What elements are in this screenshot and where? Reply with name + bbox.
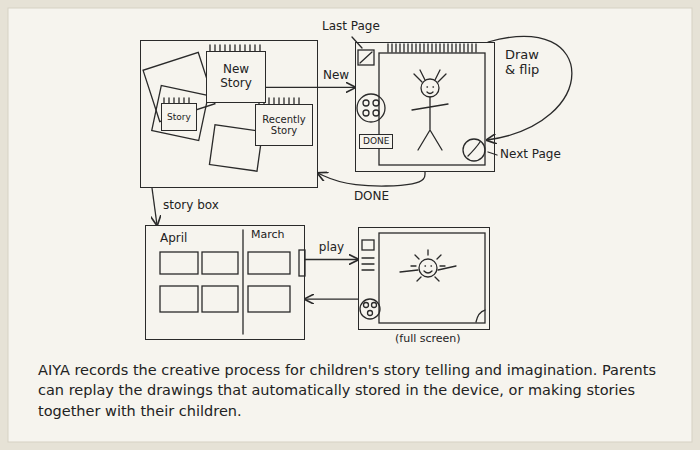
gesture-note: Draw & flip: [505, 48, 549, 78]
node-text: DONE: [363, 136, 389, 146]
callout-label: Last Page: [322, 20, 380, 34]
page-curl: [468, 142, 480, 156]
sun-hair: [411, 250, 445, 281]
recent-story-notebook: Recently Story: [255, 104, 313, 146]
player-button: [362, 240, 374, 250]
month-divider: [242, 230, 243, 334]
last-page-fold: [360, 52, 372, 63]
paper-panel: [8, 8, 692, 442]
child-face: [427, 87, 434, 94]
flow-arrow: [152, 188, 157, 225]
story-thumbnail: [160, 252, 198, 274]
story-notebook: Story: [161, 103, 197, 131]
new-story-notebook: New Story: [206, 51, 266, 103]
story-box-screen: April March: [145, 225, 305, 340]
last-page-button: [358, 50, 374, 65]
child-body: [412, 97, 448, 150]
edge-label: story box: [161, 198, 221, 212]
story-thumbnail: [160, 286, 198, 312]
palette-dot: [372, 303, 377, 308]
done-button: DONE: [359, 134, 393, 149]
story-thumbnail: [248, 286, 290, 312]
palette-dot: [363, 100, 369, 106]
edge-label: DONE: [352, 189, 391, 203]
edge-label: New: [321, 68, 351, 82]
palette-dot: [364, 303, 369, 308]
color-palette: [357, 94, 385, 122]
callout-label: Next Page: [500, 148, 561, 162]
leader-line: [488, 152, 497, 155]
child-arms: [400, 266, 456, 272]
child-hair: [414, 70, 446, 82]
flip-arrow: [487, 36, 572, 140]
drawing-screen: DONE: [355, 42, 495, 172]
page-rings: [388, 44, 476, 52]
page-curl: [476, 310, 485, 322]
flow-arrow: [318, 172, 425, 186]
next-page-button: [463, 139, 485, 161]
month-tab: April: [160, 232, 187, 246]
palette-dot: [373, 110, 379, 116]
child-head: [419, 259, 437, 277]
month-tab: March: [251, 229, 285, 242]
player-controls: [362, 258, 374, 270]
screen-caption: (full screen): [395, 333, 461, 346]
flow-arrow: [305, 259, 358, 260]
palette-dot: [373, 100, 379, 106]
color-palette: [360, 299, 380, 319]
node-text: Recently Story: [259, 114, 309, 137]
child-head: [421, 79, 439, 97]
story-thumbnail: [248, 252, 290, 274]
full-screen-player: (full screen): [358, 227, 490, 330]
child-face: [424, 266, 432, 273]
palette-dot: [368, 311, 373, 316]
node-text: Story: [165, 112, 193, 122]
caption: AIYA records the creative process for ch…: [38, 360, 668, 421]
scattered-paper: [152, 86, 209, 141]
story-thumbnail: [202, 252, 238, 274]
node-text: New Story: [210, 63, 262, 91]
flow-arrow: [266, 87, 355, 88]
drawing-canvas: [379, 53, 485, 165]
story-thumbnail: [202, 286, 238, 312]
player-canvas: [379, 233, 485, 323]
palette-dot: [363, 110, 369, 116]
flow-arrow: [305, 298, 358, 299]
edge-label: play: [317, 240, 346, 254]
home-screen: New StoryStory Recently Story: [140, 40, 318, 188]
